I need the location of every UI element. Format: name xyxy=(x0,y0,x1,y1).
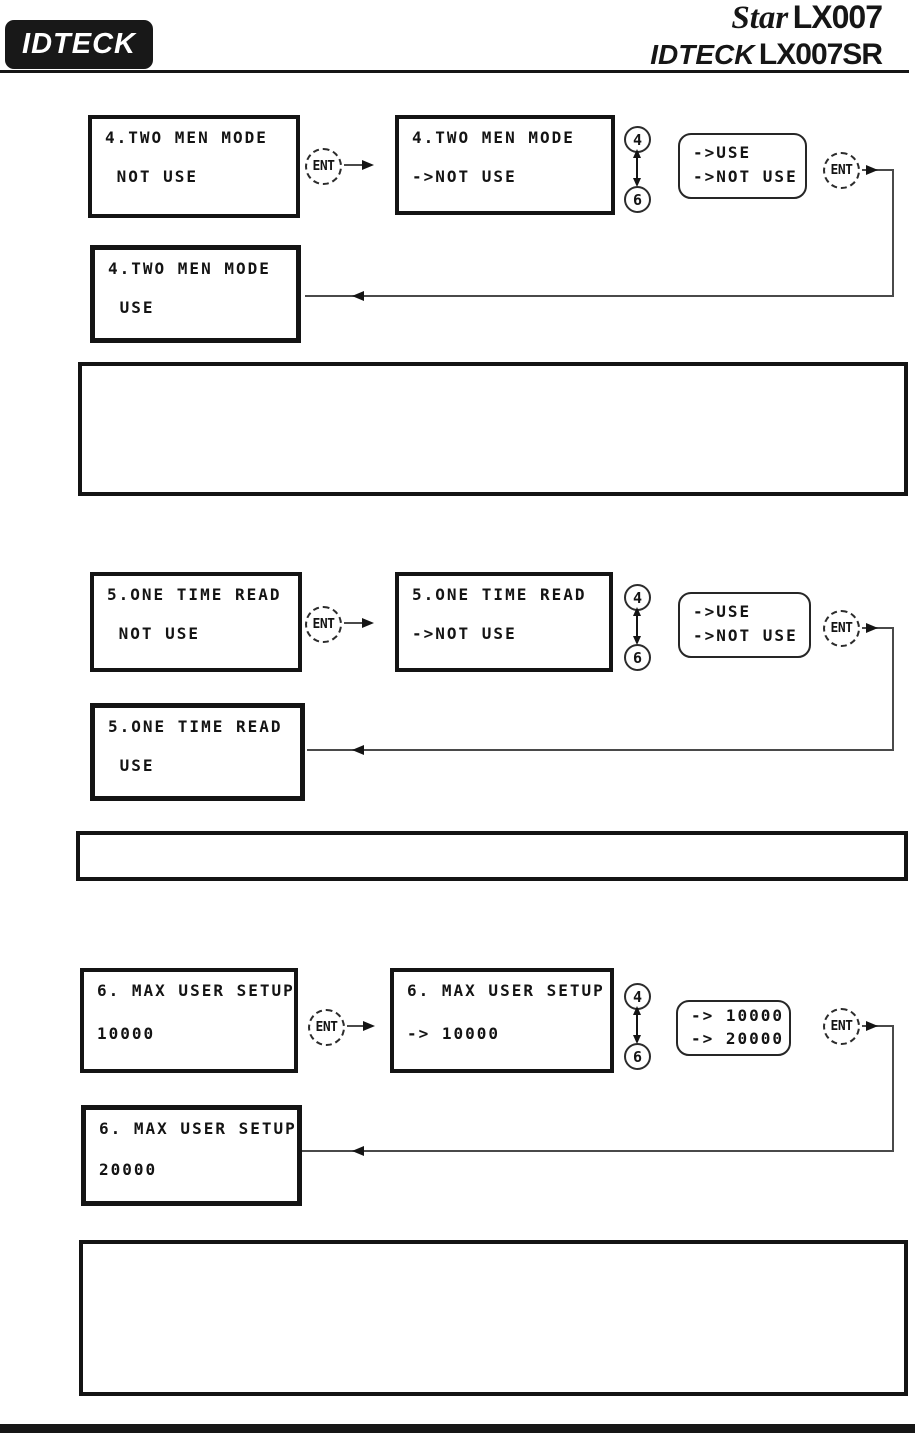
feedback-line-top xyxy=(862,169,894,171)
header-rule xyxy=(0,70,909,73)
ent-key: ENT xyxy=(305,606,342,643)
option-not-use: ->NOT USE xyxy=(693,626,798,645)
ent-key: ENT xyxy=(305,148,342,185)
options-box: -> 10000 -> 20000 xyxy=(676,1000,791,1056)
updown-line xyxy=(636,1014,638,1036)
lcd-screen-result: 5.ONE TIME READ USE xyxy=(90,703,305,801)
product-titles: Star LX007 IDTECK LX007SR xyxy=(650,0,883,75)
feedback-line-vertical xyxy=(892,627,894,751)
lcd-line2: USE xyxy=(108,298,155,317)
feedback-line-top xyxy=(862,627,894,629)
lcd-line2: NOT USE xyxy=(107,624,201,643)
return-line xyxy=(307,749,894,751)
arrow-down-icon xyxy=(633,1035,641,1044)
arrow-right-icon xyxy=(866,1021,878,1031)
updown-line xyxy=(636,157,638,179)
footer-rule xyxy=(0,1424,915,1433)
product-title-star: Star LX007 xyxy=(650,0,883,39)
arrow-right-icon xyxy=(362,618,374,628)
notes-box xyxy=(78,362,908,496)
idteck-logo: IDTECK xyxy=(5,20,153,69)
lcd-line1: 4.TWO MEN MODE xyxy=(105,128,268,147)
lcd-screen-initial: 6. MAX USER SETUP 10000 xyxy=(80,968,298,1073)
key-6: 6 xyxy=(624,644,651,671)
lcd-line1: 5.ONE TIME READ xyxy=(107,585,282,604)
option-use: ->USE xyxy=(693,602,752,621)
arrow-up-icon xyxy=(633,149,641,158)
options-box: ->USE ->NOT USE xyxy=(678,592,811,658)
arrow-left-icon xyxy=(352,291,364,301)
lcd-screen-initial: 5.ONE TIME READ NOT USE xyxy=(90,572,302,672)
return-line xyxy=(305,295,894,297)
lcd-screen-result: 4.TWO MEN MODE USE xyxy=(90,245,301,343)
lx007sr-model-text: LX007SR xyxy=(758,38,883,71)
feedback-line-top xyxy=(862,1025,894,1027)
arrow-right-icon xyxy=(866,165,878,175)
feedback-line-vertical xyxy=(892,169,894,297)
arrow-up-icon xyxy=(633,1006,641,1015)
product-title-idteck: IDTECK LX007SR xyxy=(650,38,883,75)
feedback-line-vertical xyxy=(892,1025,894,1152)
options-box: ->USE ->NOT USE xyxy=(678,133,807,199)
lcd-screen-initial: 4.TWO MEN MODE NOT USE xyxy=(88,115,300,218)
key-6: 6 xyxy=(624,186,651,213)
lcd-screen-edit: 4.TWO MEN MODE ->NOT USE xyxy=(395,115,615,215)
option-20000: -> 20000 xyxy=(691,1029,785,1048)
option-not-use: ->NOT USE xyxy=(693,167,798,186)
notes-box xyxy=(79,1240,908,1396)
lcd-line1: 6. MAX USER SETUP xyxy=(407,981,605,1000)
arrow-right-icon xyxy=(362,160,374,170)
star-brand-text: Star xyxy=(731,0,789,36)
arrow-down-icon xyxy=(633,636,641,645)
arrow-down-icon xyxy=(633,178,641,187)
arrow-up-icon xyxy=(633,607,641,616)
arrow-left-icon xyxy=(352,1146,364,1156)
lcd-screen-edit: 5.ONE TIME READ ->NOT USE xyxy=(395,572,613,672)
lcd-line1: 5.ONE TIME READ xyxy=(412,585,587,604)
lcd-line2: 20000 xyxy=(99,1160,158,1179)
option-use: ->USE xyxy=(693,143,752,162)
lcd-line2: ->NOT USE xyxy=(412,624,517,643)
lcd-line2: NOT USE xyxy=(105,167,199,186)
lcd-line1: 6. MAX USER SETUP xyxy=(99,1119,297,1138)
lcd-line2: 10000 xyxy=(97,1024,156,1043)
lx007-model-text: LX007 xyxy=(792,0,883,35)
notes-box xyxy=(76,831,908,881)
ent-key: ENT xyxy=(308,1009,345,1046)
lcd-line2: -> 10000 xyxy=(407,1024,501,1043)
lcd-line2: USE xyxy=(108,756,155,775)
arrow-right-icon xyxy=(866,623,878,633)
lcd-line2: ->NOT USE xyxy=(412,167,517,186)
ent-key: ENT xyxy=(823,610,860,647)
lcd-screen-edit: 6. MAX USER SETUP -> 10000 xyxy=(390,968,614,1073)
flow-line xyxy=(344,164,364,166)
key-6: 6 xyxy=(624,1043,651,1070)
option-10000: -> 10000 xyxy=(691,1006,785,1025)
lcd-line1: 4.TWO MEN MODE xyxy=(108,259,271,278)
flow-line xyxy=(344,622,364,624)
flow-line xyxy=(347,1025,365,1027)
idteck-brand-text: IDTECK xyxy=(650,39,755,70)
return-line xyxy=(302,1150,894,1152)
ent-key: ENT xyxy=(823,1008,860,1045)
lcd-line1: 6. MAX USER SETUP xyxy=(97,981,295,1000)
updown-line xyxy=(636,615,638,637)
key-4: 4 xyxy=(624,584,651,611)
lcd-line1: 4.TWO MEN MODE xyxy=(412,128,575,147)
arrow-right-icon xyxy=(363,1021,375,1031)
arrow-left-icon xyxy=(352,745,364,755)
lcd-line1: 5.ONE TIME READ xyxy=(108,717,283,736)
lcd-screen-result: 6. MAX USER SETUP 20000 xyxy=(81,1105,302,1206)
ent-key: ENT xyxy=(823,152,860,189)
